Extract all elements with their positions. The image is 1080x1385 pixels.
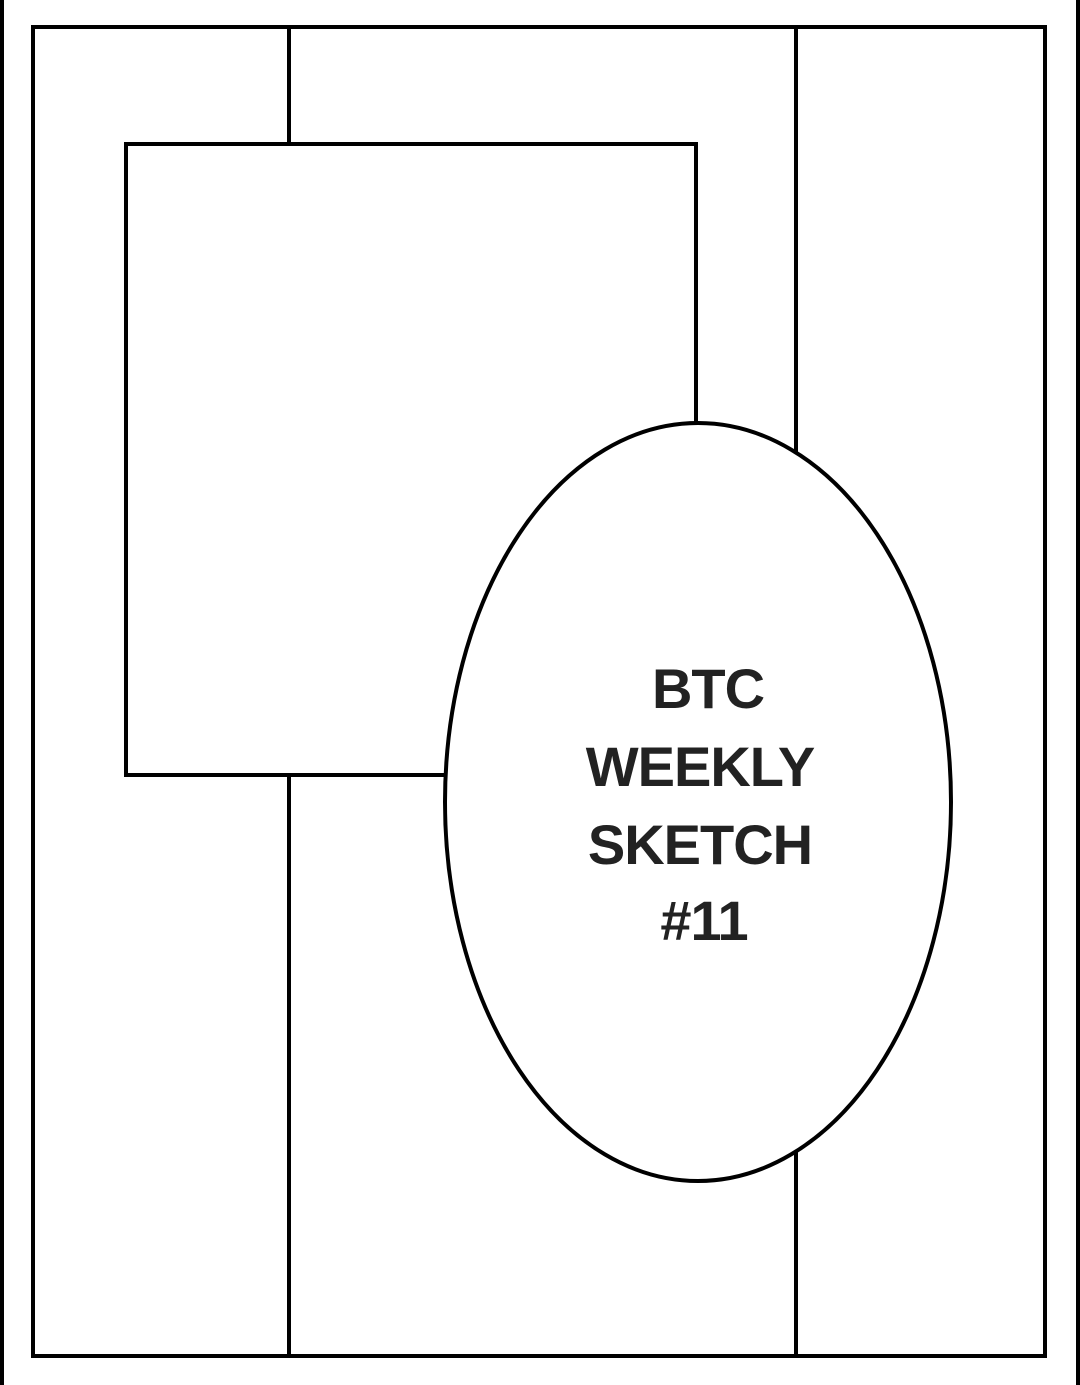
title-line-3: SKETCH: [588, 813, 812, 876]
title-line-4: #11: [660, 889, 747, 952]
oval-panel: [443, 421, 953, 1183]
title-line-1: BTC: [652, 657, 764, 720]
title-line-2: WEEKLY: [586, 735, 815, 798]
sketch-title: BTC WEEKLY SKETCH #11: [586, 657, 816, 952]
